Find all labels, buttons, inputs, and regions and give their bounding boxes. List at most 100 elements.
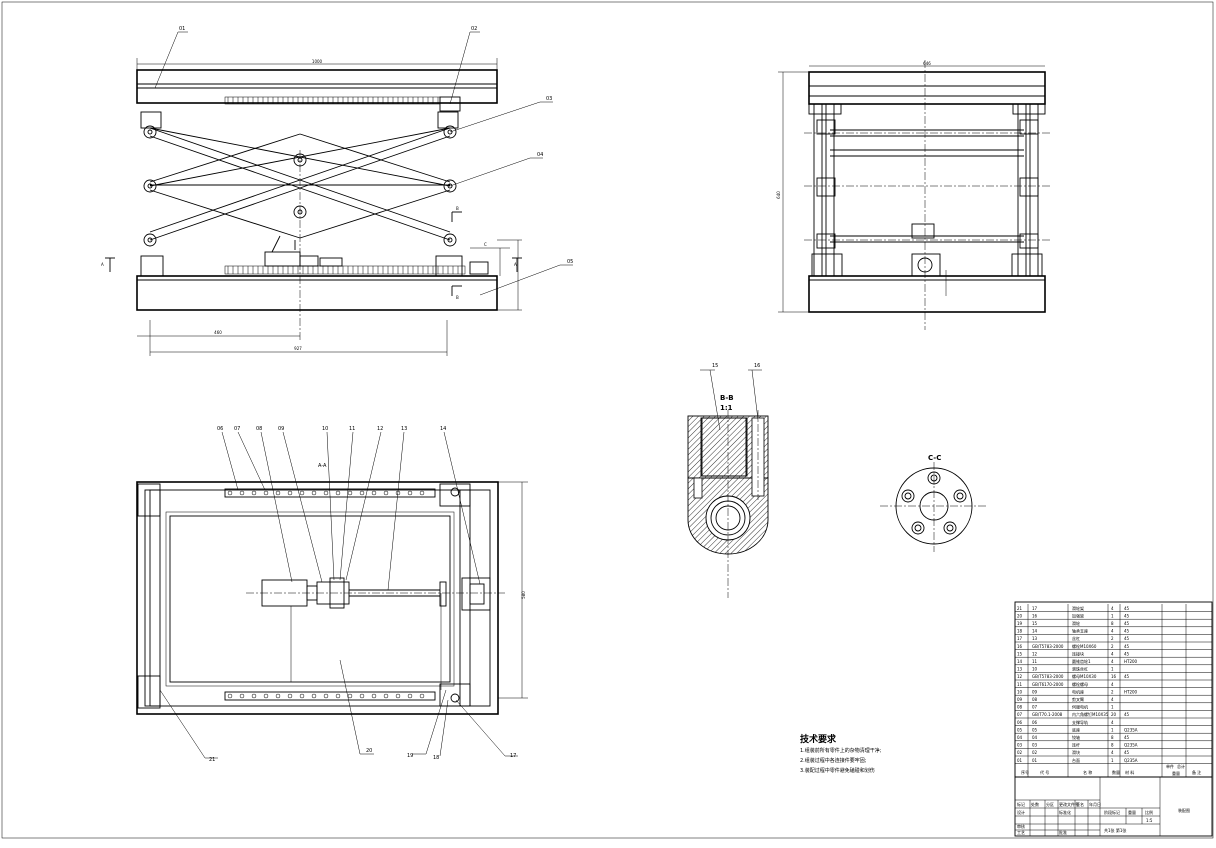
motor-block (264, 251, 301, 267)
bom-cell: 滑轮 (1072, 620, 1080, 626)
svg-text:签名: 签名 (1076, 801, 1084, 807)
bom-cell: 加强梁 (1072, 612, 1084, 618)
svg-text:比例: 比例 (1145, 809, 1153, 815)
bom-cell: 支撑导轨 (1072, 719, 1088, 725)
svg-text:A: A (514, 262, 517, 267)
bom-cell: 螺栓M10X60 (1072, 643, 1097, 649)
front-view: 1000 927 460 A A BB C 01 02 03 04 05 (101, 26, 573, 356)
bom-cell: 21 (1017, 606, 1023, 611)
bom-cell: 01 (1017, 758, 1023, 763)
bom-cell: 45 (1124, 750, 1130, 755)
bom-cell: 13 (1017, 667, 1023, 672)
bom-cell: 16 (1017, 644, 1023, 649)
tech-req-1: 1.组装前所有零件上的杂物清理干净; (800, 747, 882, 754)
callout-08: 08 (256, 426, 262, 432)
callout-07: 07 (234, 426, 240, 432)
callout-03: 03 (546, 96, 552, 102)
dim-bottom-length: 927 (294, 346, 302, 351)
bom-cell: 内六角螺钉M10X35 (1072, 711, 1109, 717)
bom-cell: 12 (1032, 651, 1038, 656)
callout-20: 20 (366, 748, 372, 754)
bom-cell: 15 (1017, 651, 1023, 656)
bom-cell: 1 (1111, 613, 1114, 618)
bom-cell: HT200 (1124, 659, 1138, 664)
bom-cell: 10 (1032, 667, 1038, 672)
bom-cell: 16 (1032, 613, 1038, 618)
dim-offset: 460 (214, 330, 222, 335)
bom-cell: 滚珠丝杠 (1072, 666, 1088, 672)
section-c-c: C-C (880, 454, 988, 552)
bom-cell: 19 (1017, 621, 1023, 626)
bom-cell: 8 (1111, 743, 1114, 748)
bom-cell: Q235A (1124, 743, 1138, 748)
bom-cell: 连杆 (1072, 742, 1080, 748)
bom-cell: 4 (1111, 682, 1114, 687)
bom-cell: 04 (1017, 735, 1023, 740)
section-b-b: B-B 1:1 15 16 (687, 363, 769, 598)
svg-text:材 料: 材 料 (1125, 769, 1134, 775)
bom-cell: 圆锥齿轮1 (1072, 658, 1091, 664)
bom-cell: GB/T5783-2000 (1032, 674, 1064, 679)
callout-02: 02 (471, 26, 477, 32)
bom-cell: 02 (1017, 750, 1023, 755)
bom-cell: 09 (1032, 689, 1038, 694)
svg-text:B: B (456, 206, 459, 211)
bom-header: 序号 代 号 名 称 数量 材 料 单件 总计 重量 备 注 (1021, 763, 1201, 776)
svg-text:标记: 标记 (1017, 801, 1025, 807)
bom-cell: 16 (1111, 674, 1117, 679)
callout-09: 09 (278, 426, 284, 432)
base-rail (224, 265, 466, 275)
bom-cell: 20 (1111, 712, 1117, 717)
bom-cell: 8 (1111, 735, 1114, 740)
callout-14: 14 (440, 426, 446, 432)
bom-cell: 03 (1017, 743, 1023, 748)
bom-cell: 45 (1124, 636, 1130, 641)
callout-04: 04 (537, 152, 543, 158)
callout-11: 11 (349, 426, 355, 432)
bom-cell: 2 (1111, 689, 1114, 694)
bom-cell: GB/T70.1-2008 (1032, 712, 1063, 717)
svg-text:阶段标记: 阶段标记 (1104, 809, 1120, 815)
svg-text:工艺: 工艺 (1017, 830, 1025, 835)
svg-text:分区: 分区 (1046, 801, 1054, 807)
bom-cell: 台面 (1072, 757, 1080, 763)
bom-cell: GB/T6170-2000 (1032, 682, 1064, 687)
bom-cell: 4 (1111, 697, 1114, 702)
bom-cell: 45 (1124, 613, 1130, 618)
bom-cell: 滑块 (1072, 749, 1080, 755)
bom-cell: 45 (1124, 621, 1130, 626)
svg-text:数量: 数量 (1112, 769, 1120, 775)
bom-cell: 17 (1032, 606, 1038, 611)
callout-01: 01 (179, 26, 185, 32)
bom-cell: 2 (1111, 636, 1114, 641)
bom-cell: 18 (1017, 629, 1023, 634)
section-c-c-label: C-C (928, 454, 941, 462)
svg-text:处数: 处数 (1031, 801, 1039, 807)
dim-top-width: 1000 (312, 59, 323, 64)
tech-requirements: 技术要求 1.组装前所有零件上的杂物清理干净; 2.组装过程中各连接件要牢固; … (800, 733, 882, 774)
bom-cell: 15 (1032, 621, 1038, 626)
bom-cell: 1 (1111, 727, 1114, 732)
side-view: 646 640 (776, 60, 1052, 330)
bom-cell: 45 (1124, 735, 1130, 740)
bom-cell: 06 (1032, 720, 1038, 725)
svg-text:重量: 重量 (1172, 770, 1180, 776)
bom-cell: 底座 (1072, 726, 1080, 732)
drawing-title: 装配图 (1178, 807, 1190, 813)
bom-cell: 02 (1032, 750, 1038, 755)
title-block: 标记 处数 分区 更改文件号 签名 年月日 设计 标准化 阶段标记 重量 比例 … (1014, 776, 1213, 837)
bom-cell: 03 (1032, 743, 1038, 748)
bom-cell: 4 (1111, 606, 1114, 611)
